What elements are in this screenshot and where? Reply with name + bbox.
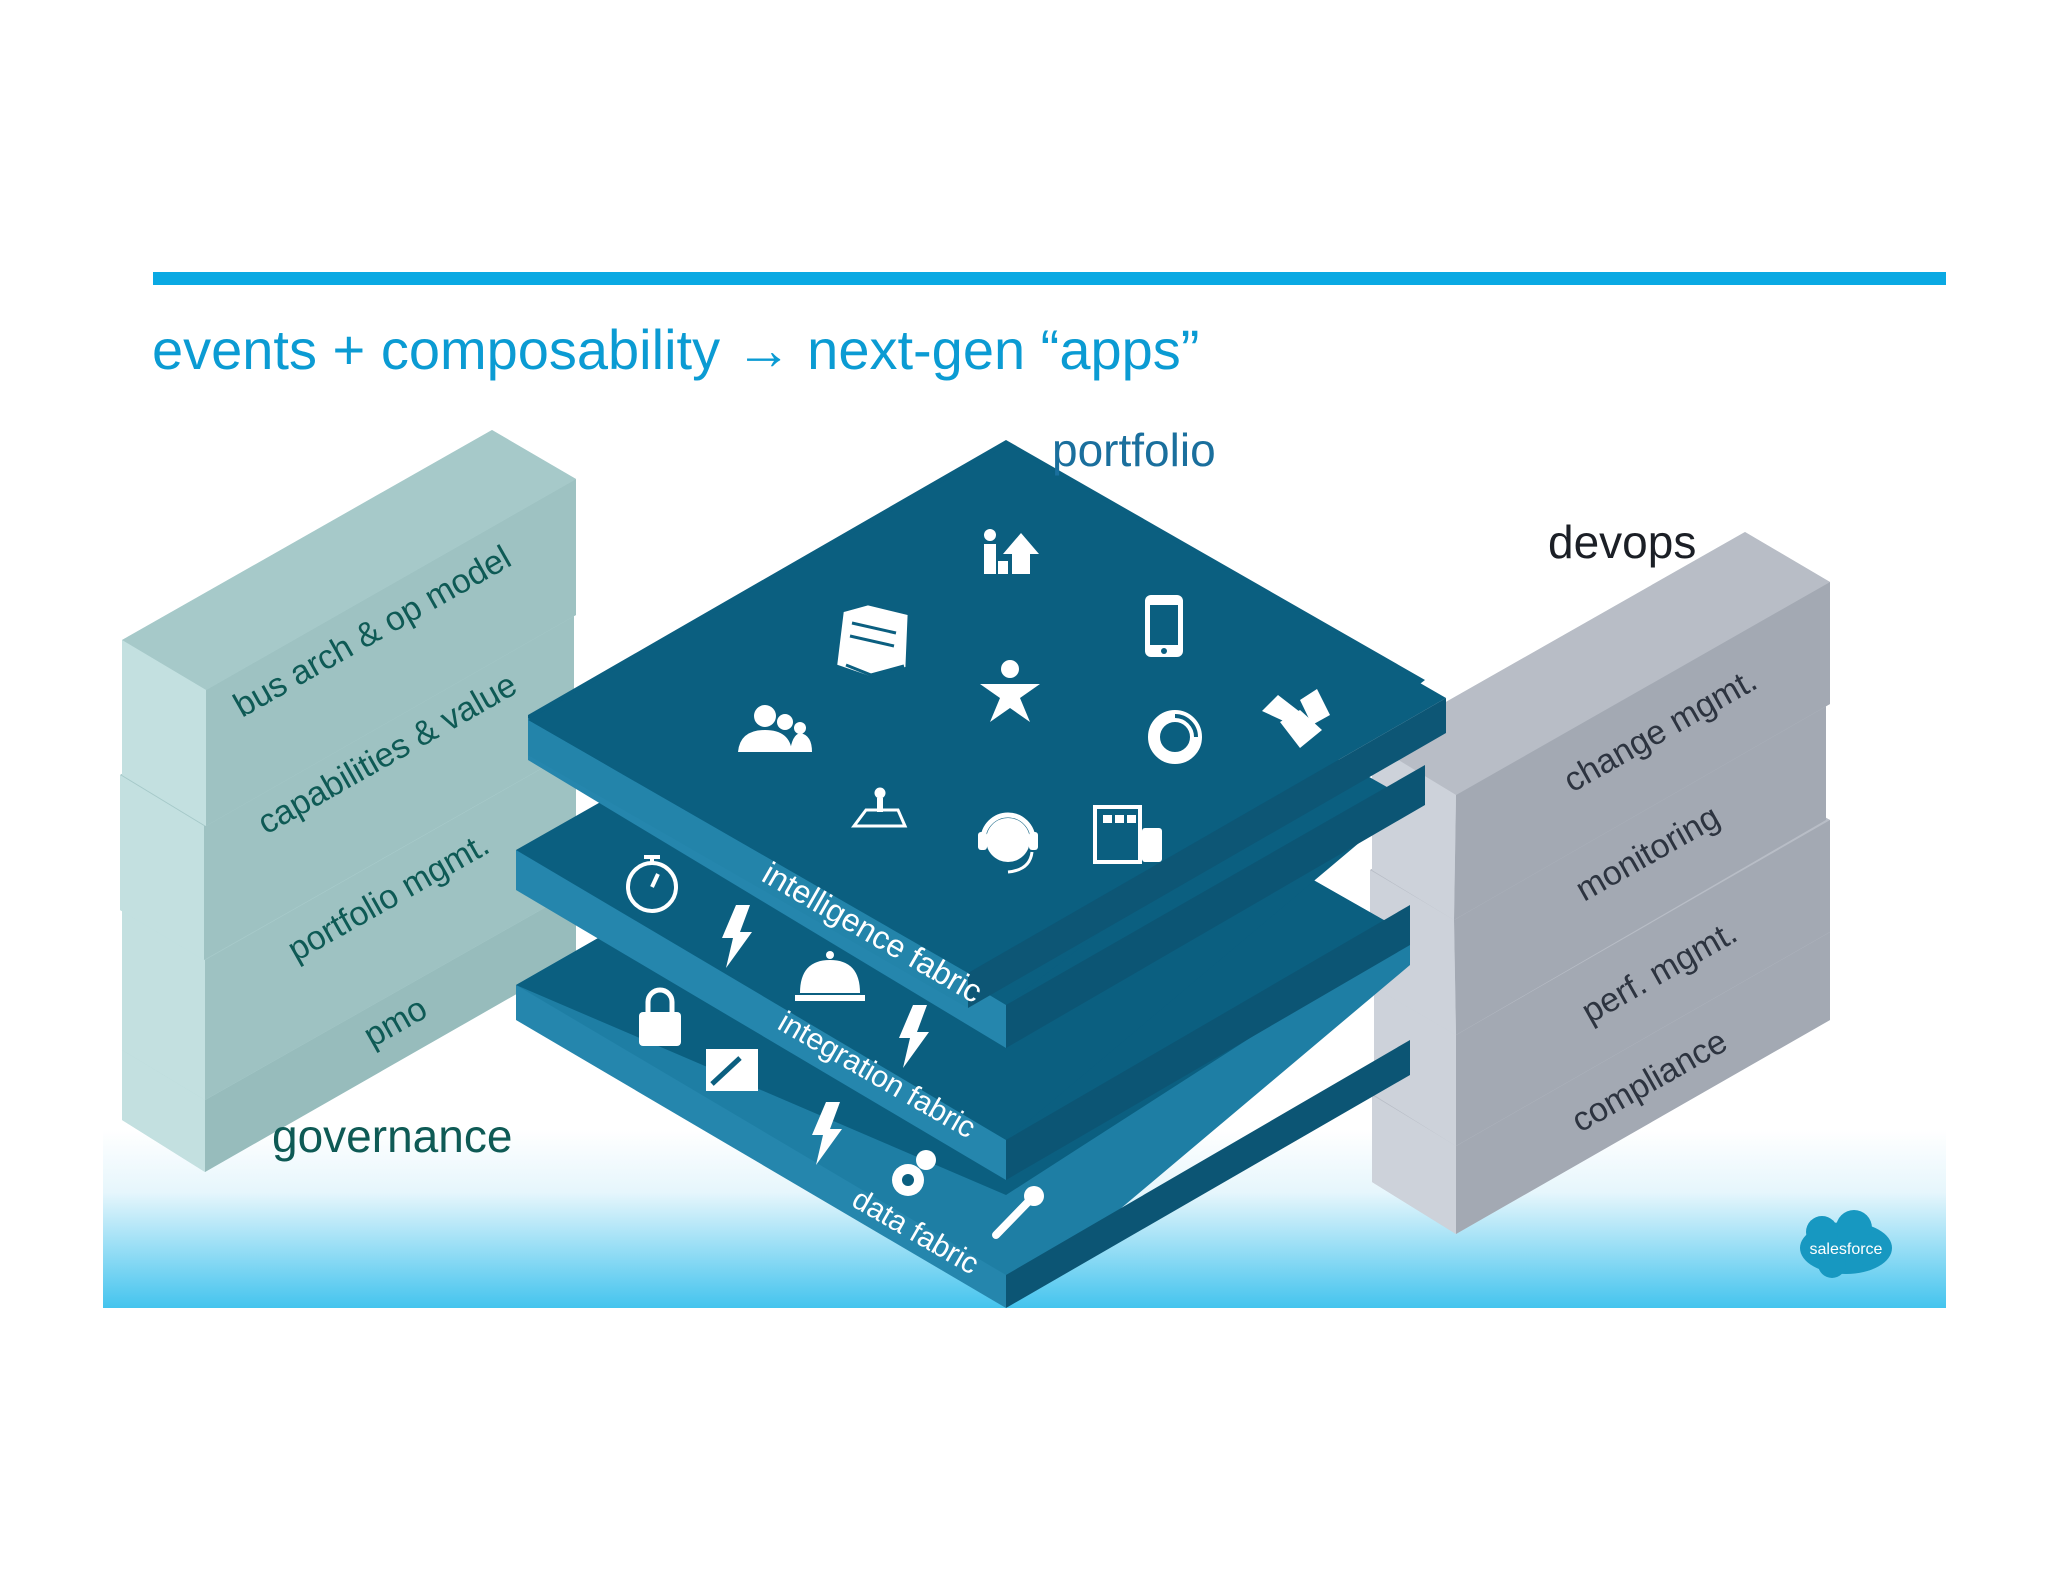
org-chart-up-icon <box>984 529 1039 574</box>
book-icon <box>837 605 908 677</box>
service-bell-icon <box>795 951 865 1001</box>
headset-icon <box>978 812 1038 874</box>
stopwatch-icon <box>626 855 678 913</box>
lock-icon <box>639 987 681 1046</box>
group-icon <box>738 705 812 752</box>
salesforce-logo: salesforce <box>1800 1210 1892 1278</box>
lightning-icon <box>812 1102 842 1165</box>
accent-bar <box>153 272 1946 285</box>
governance-stack: bus arch & op model capabilities & value… <box>120 430 576 1172</box>
governance-block-bus-arch <box>122 430 576 826</box>
layer-portfolio-top <box>528 445 1446 1008</box>
lightning-icon <box>722 905 752 968</box>
svg-text:salesforce: salesforce <box>1810 1241 1883 1258</box>
devops-label: devops <box>1548 516 1696 568</box>
smartphone-icon <box>1145 595 1183 657</box>
location-pin-grid-icon <box>851 787 908 828</box>
devops-block-change-mgmt <box>1372 532 1830 920</box>
devops-stack: change mgmt. monitoring perf. mgmt. comp… <box>1370 532 1830 1234</box>
handshake-icon <box>1262 689 1330 748</box>
donut-chart-icon <box>1148 710 1202 764</box>
gears-icon <box>892 1150 936 1196</box>
lightning-icon <box>899 1005 929 1068</box>
governance-label: governance <box>272 1110 512 1162</box>
tools-card-icon <box>706 1049 758 1091</box>
slide-title: events + composability → next-gen “apps” <box>152 318 1199 381</box>
tablet-phone-icon <box>1093 805 1162 864</box>
wrench-icon <box>992 1186 1044 1239</box>
portfolio-stack: intelligence fabric integration fabric d… <box>516 440 1446 1308</box>
person-star-icon <box>980 660 1040 722</box>
portfolio-label: portfolio <box>1052 424 1216 476</box>
